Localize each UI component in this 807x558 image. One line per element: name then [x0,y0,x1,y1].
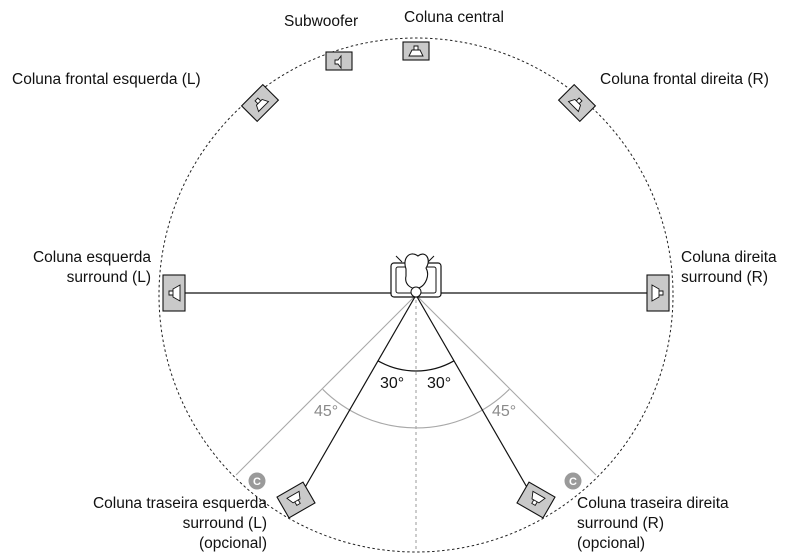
rear-right-speaker-icon [516,481,556,519]
placement-circle [158,37,674,553]
inner-angle-right-label: 30° [427,375,451,392]
listener-armchair-icon [390,253,442,298]
front-right-speaker-icon [557,83,597,123]
outer-angle-left-label: 45° [314,403,338,420]
center-speaker-label: Coluna central [404,9,504,26]
rear-left-optional-badge: C [248,472,266,490]
surround-left-label-line2: surround (L) [67,269,151,286]
right-30-line [415,294,537,504]
surround-left-speaker-icon [162,274,186,312]
front-left-label: Coluna frontal esquerda (L) [12,71,201,88]
inner-angle-left-label: 30° [380,375,404,392]
left-30-line [295,294,417,504]
surround-left-label-line1: Coluna esquerda [33,249,151,266]
center-speaker-icon [402,41,430,61]
svg-text:C: C [253,476,261,488]
front-right-label: Coluna frontal direita (R) [600,71,769,88]
rear-right-label-line3: (opcional) [577,535,645,552]
surround-right-label-line2: surround (R) [681,269,768,286]
surround-right-speaker-icon [646,274,670,312]
front-left-speaker-icon [240,83,280,123]
rear-left-speaker-icon [276,481,316,519]
subwoofer-label: Subwoofer [284,13,358,30]
rear-right-label-line2: surround (R) [577,515,664,532]
surround-right-label-line1: Coluna direita [681,249,777,266]
right-45-line [415,294,597,476]
rear-left-label-line3: (opcional) [199,535,267,552]
subwoofer-speaker-icon [325,51,353,71]
outer-angle-right-label: 45° [492,403,516,420]
rear-left-label-line2: surround (L) [183,515,267,532]
rear-right-optional-badge: C [564,472,582,490]
rear-left-label-line1: Coluna traseira esquerda [93,495,267,512]
outer-angle-arc [322,388,510,429]
left-45-line [235,294,417,476]
svg-text:C: C [569,476,577,488]
inner-angle-arc [377,360,455,372]
rear-right-label-line1: Coluna traseira direita [577,495,729,512]
